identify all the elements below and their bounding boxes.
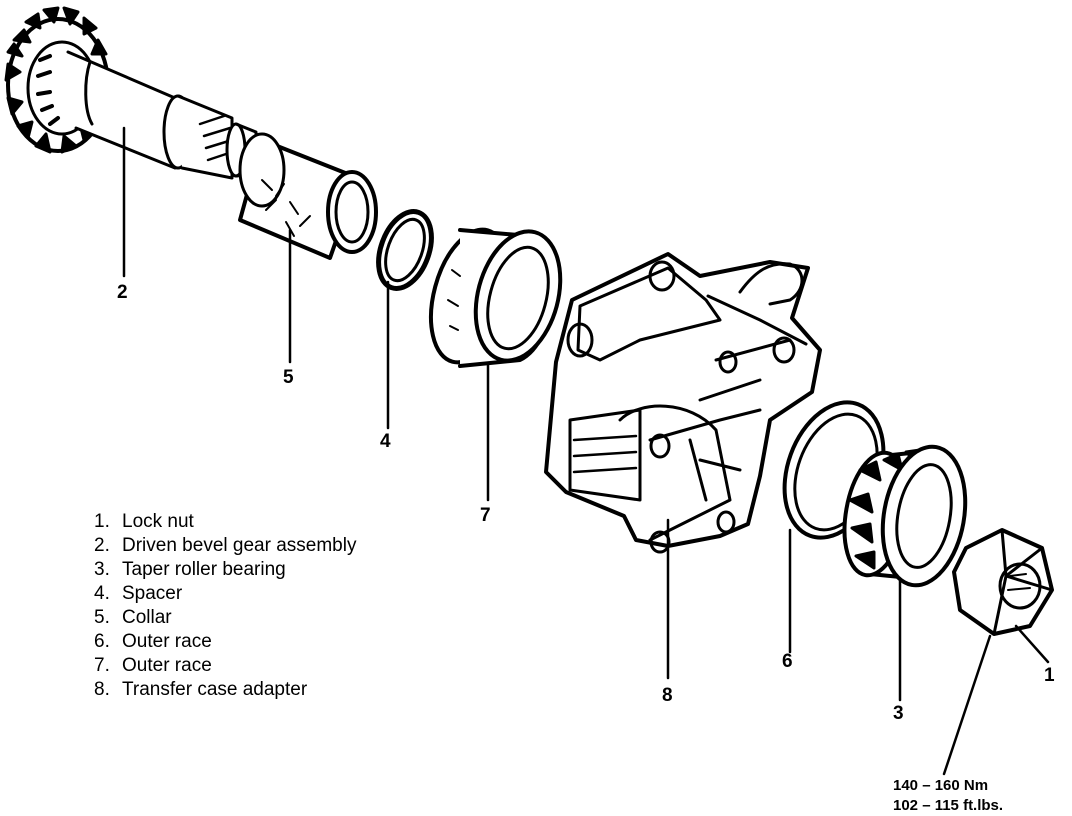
legend-label: Driven bevel gear assembly: [122, 535, 357, 556]
outer-race-7: [429, 227, 563, 368]
callout-2: 2: [117, 282, 128, 303]
legend-number: 5.: [94, 607, 110, 628]
legend-label: Transfer case adapter: [122, 679, 308, 700]
legend-label: Outer race: [122, 655, 212, 676]
legend-label: Spacer: [122, 583, 183, 604]
callout-5: 5: [283, 367, 294, 388]
torque-nm: 140 – 160 Nm: [893, 777, 989, 794]
legend-number: 8.: [94, 679, 110, 700]
legend-number: 4.: [94, 583, 110, 604]
callout-7: 7: [480, 505, 491, 526]
leader-lines: [122, 126, 1050, 776]
legend-item: 4. Spacer: [94, 582, 356, 606]
legend-item: 1. Lock nut: [94, 510, 356, 534]
spacer-ring: [376, 209, 434, 291]
taper-roller-bearing: [842, 444, 968, 588]
legend-number: 7.: [94, 655, 110, 676]
callout-8: 8: [662, 685, 673, 706]
driven-bevel-gear-assembly: [4, 6, 258, 180]
legend-label: Taper roller bearing: [122, 559, 286, 580]
legend-item: 5. Collar: [94, 606, 356, 630]
torque-spec: 140 – 160 Nm 102 – 115 ft.lbs.: [893, 776, 1003, 816]
gear-shaft: [66, 50, 258, 180]
legend-number: 6.: [94, 631, 110, 652]
callout-4: 4: [380, 431, 391, 452]
legend-item: 8. Transfer case adapter: [94, 678, 356, 702]
legend-number: 2.: [94, 535, 110, 556]
legend-item: 2. Driven bevel gear assembly: [94, 534, 356, 558]
legend-item: 7. Outer race: [94, 654, 356, 678]
callout-6: 6: [782, 651, 793, 672]
legend-label: Lock nut: [122, 511, 194, 532]
callout-3: 3: [893, 703, 904, 724]
legend-label: Collar: [122, 607, 172, 628]
legend-number: 1.: [94, 511, 110, 532]
torque-ftlbs: 102 – 115 ft.lbs.: [893, 797, 1004, 814]
lock-nut: [952, 528, 1054, 636]
collar-part: [238, 132, 378, 260]
legend-label: Outer race: [122, 631, 212, 652]
legend-number: 3.: [94, 559, 110, 580]
legend-item: 3. Taper roller bearing: [94, 558, 356, 582]
legend-item: 6. Outer race: [94, 630, 356, 654]
parts-legend: 1.Lock nut 2.Driven bevel gear assembly …: [94, 510, 356, 702]
callout-1: 1: [1044, 665, 1055, 686]
transfer-case-adapter: [544, 252, 822, 554]
